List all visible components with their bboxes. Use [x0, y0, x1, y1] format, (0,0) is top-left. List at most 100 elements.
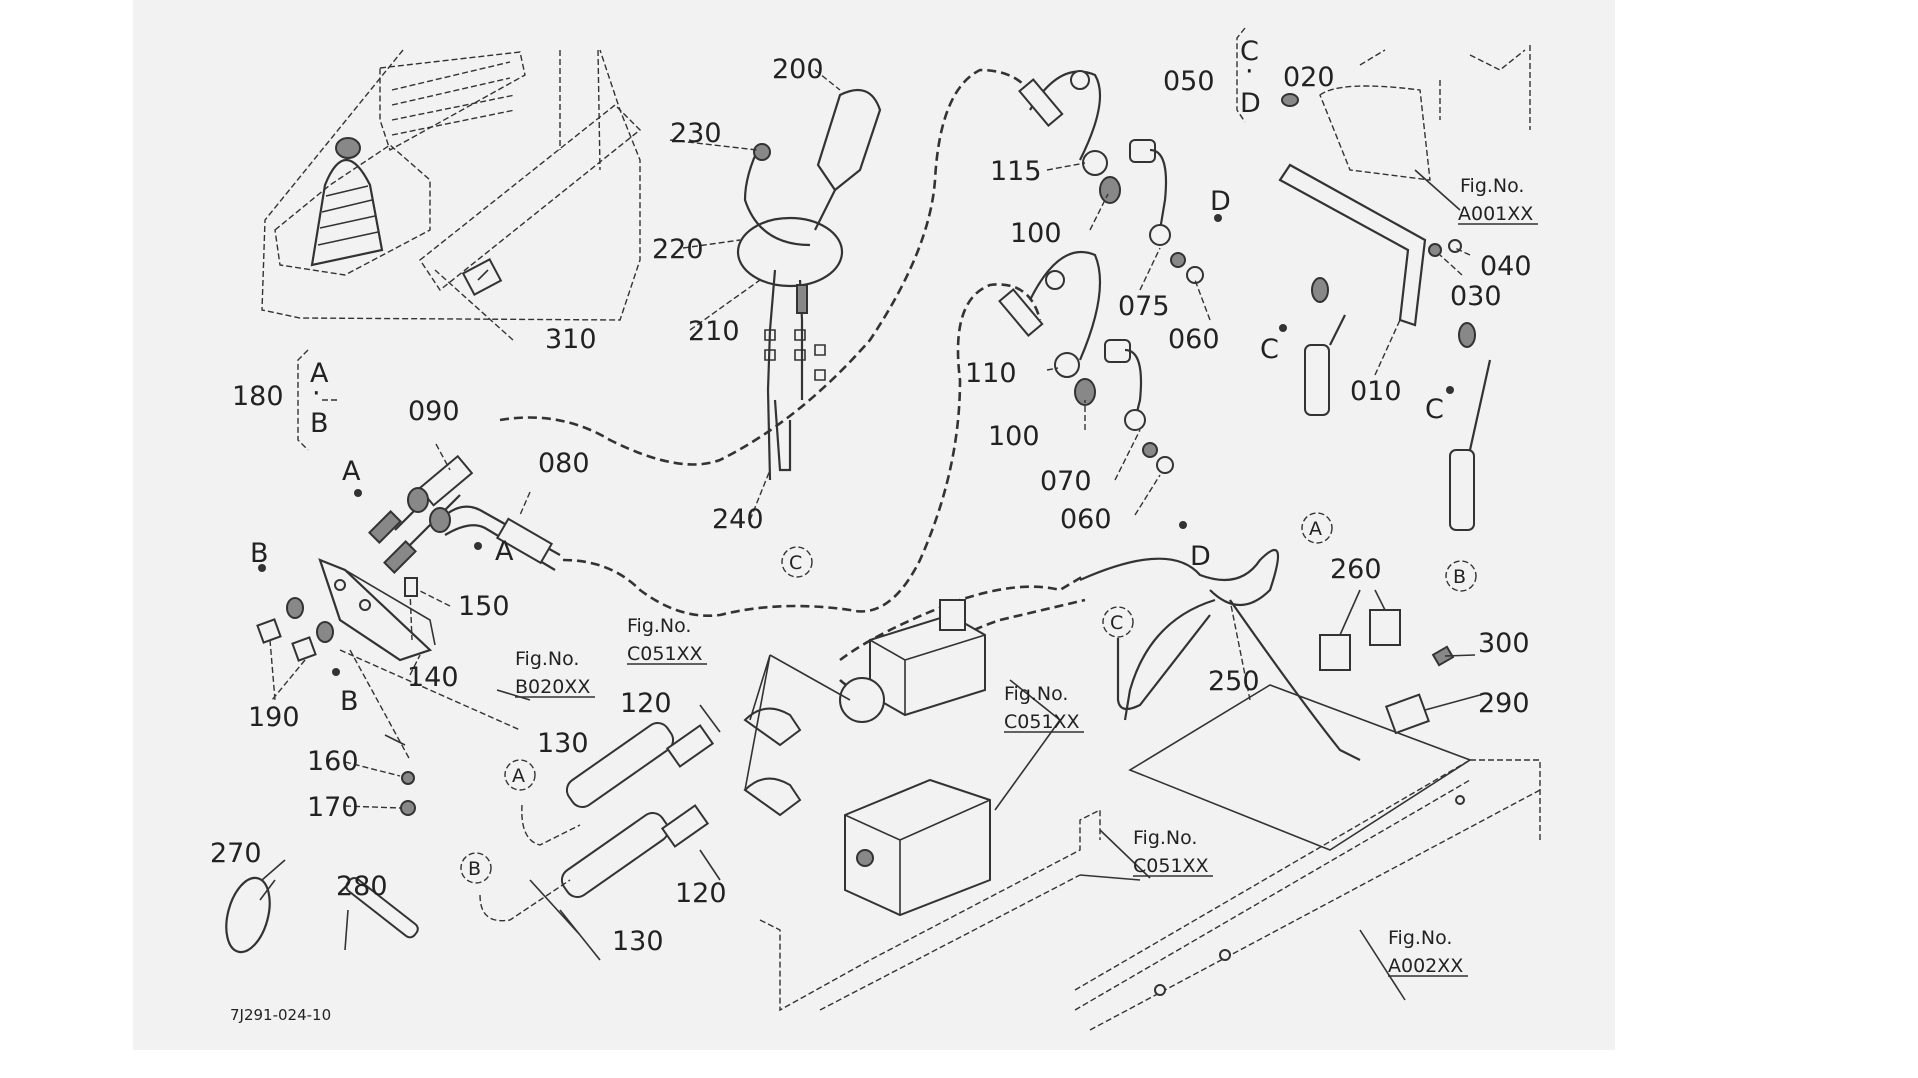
bracket-group-180: A · B [297, 349, 329, 451]
part-label-030: 030 [1450, 281, 1502, 312]
bracket-group-050: C · D [1236, 27, 1261, 123]
cable-tie-270 [225, 859, 286, 954]
hose-080-icon [495, 517, 554, 565]
cap-190-icon [291, 636, 317, 662]
marker-d: D [1210, 186, 1231, 217]
nut-icon [316, 621, 334, 643]
part-label-170: 170 [307, 792, 359, 823]
hose-assembly-left [368, 454, 561, 574]
circled-marker-a: A [1301, 512, 1333, 544]
svg-text:Fig.No.: Fig.No. [1133, 827, 1197, 849]
switch-230-icon [753, 143, 771, 161]
part-label-060-lower: 060 [1060, 504, 1112, 535]
grip-200-icon [816, 88, 882, 192]
bracket-140-icon [318, 558, 433, 662]
circled-marker-c: C [1102, 606, 1211, 711]
washer-160-icon [401, 771, 415, 785]
svg-text:A001XX: A001XX [1458, 203, 1533, 225]
figure-ref-a002xx: Fig.No. A002XX [1388, 927, 1468, 977]
warning-decal-icon [461, 258, 503, 296]
svg-text:B: B [468, 858, 481, 880]
svg-text:B020XX: B020XX [515, 676, 590, 698]
part-label-140: 140 [407, 662, 459, 693]
hose-end-B-icon [1449, 449, 1475, 531]
svg-text:·: · [312, 378, 321, 409]
circled-marker-c: C [781, 546, 813, 578]
pressure-switch-lower [998, 250, 1174, 474]
elbow-fitting-icon [743, 707, 802, 747]
svg-text:C051XX: C051XX [1004, 711, 1080, 733]
part-label-070: 070 [1040, 466, 1092, 497]
plate-290-icon [1384, 693, 1430, 735]
marker-a: A [342, 456, 361, 487]
fitting-120-icon [660, 804, 710, 848]
part-label-040: 040 [1480, 251, 1532, 282]
part-label-270: 270 [210, 838, 262, 869]
circled-markers: C A B C A B [460, 512, 1477, 884]
circled-marker-b: B [460, 852, 492, 884]
connectors-250 [1319, 609, 1455, 735]
svg-text:A: A [512, 765, 525, 787]
screw-300-icon [1431, 645, 1455, 667]
adapter-icon [383, 540, 417, 574]
ring-220-icon [736, 216, 844, 288]
part-label-115: 115 [990, 156, 1042, 187]
circled-marker-a: A [504, 759, 536, 791]
drawing-code: 7J291-024-10 [230, 1006, 331, 1024]
part-label-190: 190 [248, 702, 300, 733]
part-label-130-lower: 130 [612, 926, 664, 957]
control-console-illustration [261, 49, 642, 321]
elbow-fitting-icon [743, 777, 802, 817]
svg-text:Fig.No.: Fig.No. [515, 648, 579, 670]
hose-assembly-lower [479, 707, 802, 922]
part-label-080: 080 [538, 448, 590, 479]
part-labels: 200 230 220 210 240 310 180 090 080 150 … [210, 54, 1532, 957]
part-label-075: 075 [1118, 291, 1170, 322]
figure-references: Fig.No. A001XX Fig.No. B020XX Fig.No. C0… [515, 175, 1538, 977]
marker-b: B [250, 538, 269, 569]
marker-a: A [495, 536, 514, 567]
part-label-130-upper: 130 [537, 728, 589, 759]
valve-block [844, 778, 991, 917]
nut-icon [286, 597, 304, 619]
wire-loop-260 [1079, 548, 1361, 761]
figure-ref-c051xx-left: Fig.No. C051XX [627, 615, 707, 665]
part-label-240: 240 [712, 504, 764, 535]
marker-d: D [1190, 541, 1211, 572]
nut-icon [407, 487, 429, 513]
part-label-260: 250 [1208, 666, 1260, 697]
bolt-150-icon [404, 577, 418, 597]
figure-ref-c051xx-middle: Fig.No. C051XX [1004, 683, 1084, 733]
bracket-letter-c: C [1240, 36, 1259, 67]
svg-text:A: A [1309, 518, 1322, 540]
joystick-boot-icon [310, 137, 384, 267]
bracket-letter-a: A [310, 358, 329, 389]
svg-text:C: C [789, 552, 802, 574]
part-label-010: 010 [1350, 376, 1402, 407]
part-label-290: 290 [1478, 688, 1530, 719]
bolt-020-icon [1281, 93, 1299, 107]
part-label-250: 260 [1330, 554, 1382, 585]
seal-110-icon [1054, 352, 1080, 378]
cap-190-icon [256, 618, 282, 644]
mounting-frame-lower [759, 808, 1141, 1012]
svg-text:Fig.No.: Fig.No. [1004, 683, 1068, 705]
connection-markers: A A B B D D C C [250, 186, 1454, 717]
svg-text:B: B [1453, 566, 1466, 588]
nut-170-icon [400, 800, 416, 816]
bracket-assembly [256, 558, 521, 816]
bracket-010 [1278, 45, 1531, 327]
svg-text:A002XX: A002XX [1388, 955, 1463, 977]
figure-ref-a001xx: Fig.No. A001XX [1458, 175, 1538, 225]
fitting-120-icon [665, 724, 715, 768]
part-label-060-upper: 060 [1168, 324, 1220, 355]
part-label-200: 200 [772, 54, 824, 85]
svg-text:Fig.No.: Fig.No. [1388, 927, 1452, 949]
part-label-310: 310 [545, 324, 597, 355]
hose-130-icon [565, 722, 675, 808]
figure-ref-c051xx-lower: Fig.No. C051XX [1133, 827, 1213, 877]
marker-b: B [340, 686, 359, 717]
marker-c: C [1260, 334, 1279, 365]
figure-ref-b020xx: Fig.No. B020XX [515, 648, 595, 698]
